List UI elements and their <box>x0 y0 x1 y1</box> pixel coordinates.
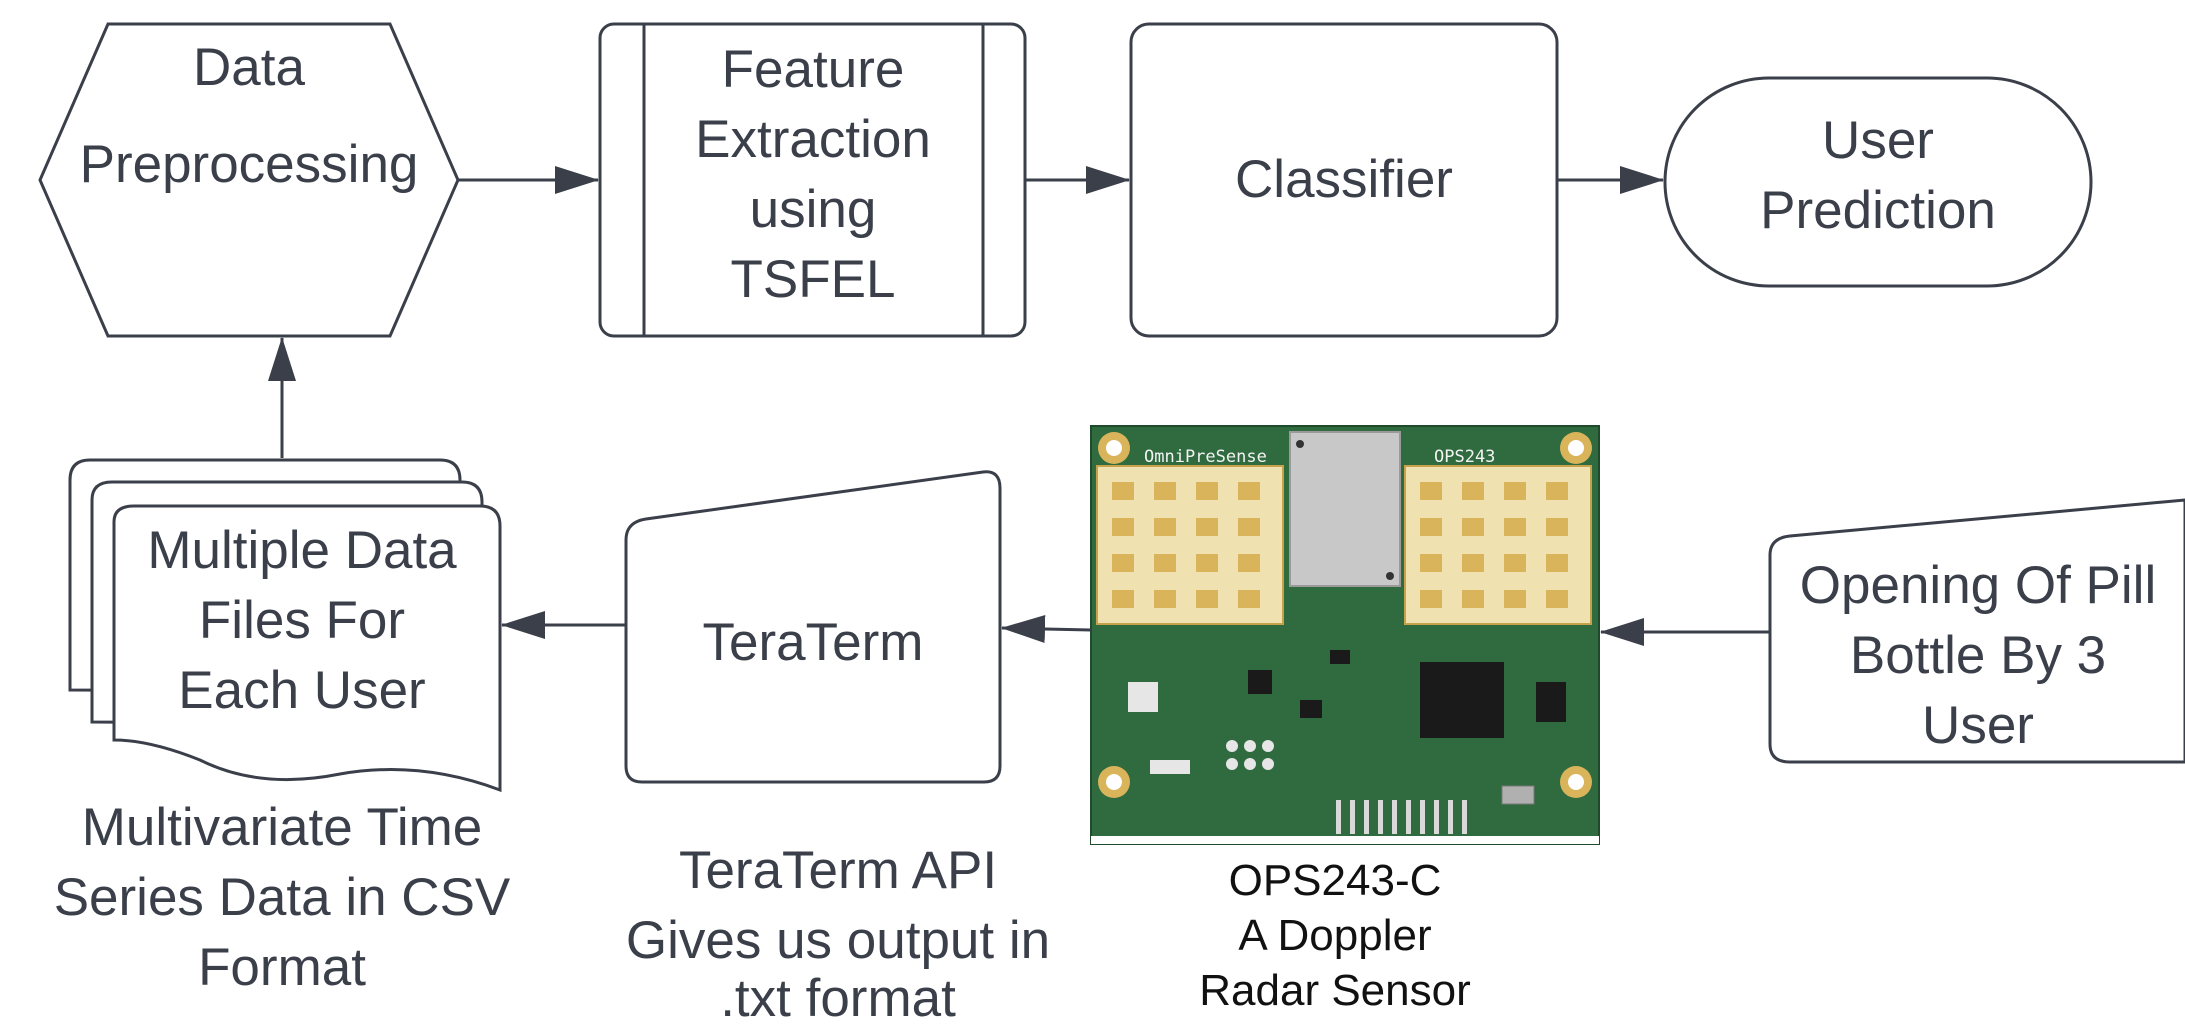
teraterm-caption-line-1: TeraTerm API <box>679 841 997 900</box>
board-silkscreen-left: OmniPreSense <box>1144 447 1267 467</box>
pill-bottle-line-1: Opening Of Pill <box>1800 556 2156 615</box>
teraterm-label: TeraTerm <box>703 613 924 672</box>
data-files-line-3: Each User <box>178 661 425 720</box>
data-files-node: Multiple Data Files For Each User <box>68 458 502 793</box>
classifier-node: Classifier <box>1129 22 1559 338</box>
feature-extraction-line-3: using <box>750 180 877 239</box>
teraterm-caption-line-2: Gives us output in <box>626 911 1050 970</box>
classifier-label: Classifier <box>1235 150 1453 209</box>
feature-extraction-line-2: Extraction <box>695 110 931 169</box>
data-files-caption-line-1: Multivariate Time <box>82 798 483 857</box>
feature-extraction-node: Feature Extraction using TSFEL <box>598 22 1027 338</box>
sensor-caption-line-1: OPS243-C <box>1229 856 1442 905</box>
user-prediction-node: User Prediction <box>1663 76 2093 288</box>
sensor-caption: OPS243-C A Doppler Radar Sensor <box>1199 856 1470 1015</box>
data-files-caption: Multivariate Time Series Data in CSV For… <box>54 798 511 997</box>
pill-bottle-node: Opening Of Pill Bottle By 3 User <box>1768 498 2185 764</box>
data-files-line-2: Files For <box>199 591 405 650</box>
teraterm-caption-line-3: .txt format <box>720 969 956 1024</box>
pill-bottle-line-3: User <box>1922 696 2034 755</box>
data-preprocessing-node: Data Preprocessing <box>38 22 460 338</box>
data-files-caption-line-2: Series Data in CSV <box>54 868 511 927</box>
feature-extraction-line-4: TSFEL <box>731 250 896 309</box>
ops243-sensor-board-image: OmniPreSense OPS243 <box>1090 425 1600 845</box>
teraterm-node: TeraTerm <box>624 470 1002 784</box>
user-prediction-line-2: Prediction <box>1760 181 1996 240</box>
pill-bottle-line-2: Bottle By 3 <box>1850 626 2106 685</box>
data-files-caption-line-3: Format <box>198 938 366 997</box>
user-prediction-line-1: User <box>1822 111 1934 170</box>
teraterm-caption: TeraTerm API Gives us output in .txt for… <box>626 841 1050 1024</box>
data-files-line-1: Multiple Data <box>147 521 457 580</box>
data-preprocessing-line-2: Preprocessing <box>80 135 419 194</box>
sensor-caption-line-2: A Doppler <box>1238 911 1431 960</box>
sensor-caption-line-3: Radar Sensor <box>1199 966 1470 1015</box>
feature-extraction-line-1: Feature <box>722 40 905 99</box>
board-silkscreen-right: OPS243 <box>1434 447 1495 467</box>
edge-sensor-to-teraterm <box>1001 614 1092 643</box>
data-preprocessing-line-1: Data <box>193 38 305 97</box>
